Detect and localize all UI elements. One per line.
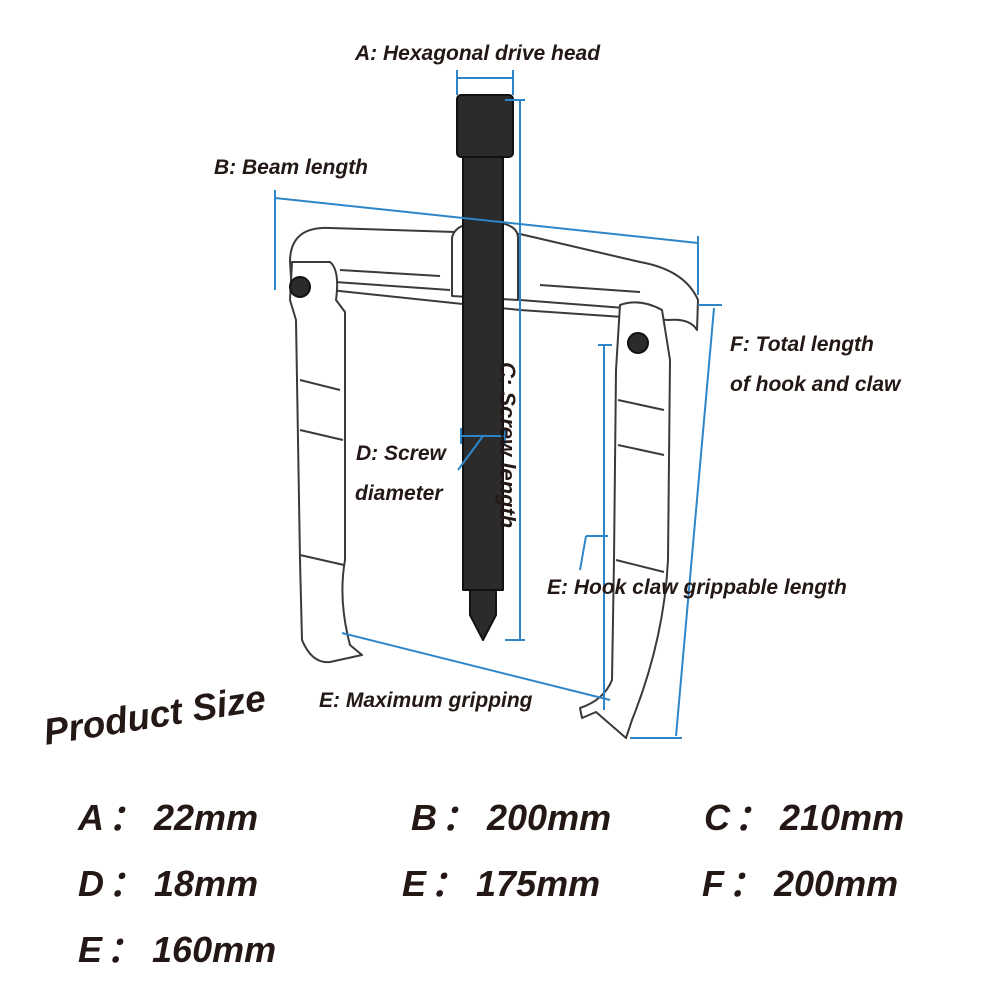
label-c: C: Screw length bbox=[495, 362, 520, 529]
spec-value: 200mm bbox=[774, 863, 899, 904]
dimension-b bbox=[274, 197, 699, 244]
spec-key: F bbox=[702, 863, 724, 904]
spec-separator: ： bbox=[430, 863, 467, 904]
spec-separator: ： bbox=[108, 863, 145, 904]
spec-value: 18mm bbox=[154, 863, 259, 904]
spec-value: 200mm bbox=[487, 797, 612, 838]
spec-key: E bbox=[402, 863, 427, 904]
puller-illustration bbox=[289, 94, 699, 739]
label-e-hook: E: Hook claw grippable length bbox=[547, 576, 847, 599]
spec-separator: ： bbox=[441, 797, 478, 838]
spec-key: D bbox=[78, 863, 104, 904]
label-f-line2: of hook and claw bbox=[730, 373, 901, 396]
screw-tip bbox=[469, 589, 497, 641]
spec-d: D：18mm bbox=[78, 866, 258, 902]
spec-e: E：175mm bbox=[402, 866, 600, 902]
label-b: B: Beam length bbox=[214, 156, 369, 179]
dimension-f bbox=[675, 307, 715, 737]
dimension-e-max bbox=[341, 632, 611, 701]
left-bolt bbox=[289, 276, 311, 298]
spec-separator: ： bbox=[106, 929, 143, 970]
spec-value: 22mm bbox=[154, 797, 259, 838]
hex-drive-head bbox=[456, 94, 514, 158]
dimension-lines bbox=[274, 70, 722, 739]
spec-f: F：200mm bbox=[702, 866, 898, 902]
spec-c: C：210mm bbox=[704, 800, 904, 836]
label-e-max: E: Maximum gripping bbox=[319, 689, 533, 712]
label-f-line1: F: Total length bbox=[730, 333, 874, 356]
label-d-line2: diameter bbox=[355, 482, 443, 505]
spec-value: 210mm bbox=[780, 797, 905, 838]
spec-a: A：22mm bbox=[78, 800, 258, 836]
spec-e-second: E：160mm bbox=[78, 932, 276, 968]
right-bolt bbox=[627, 332, 649, 354]
beam-slot bbox=[334, 269, 651, 311]
spec-separator: ： bbox=[728, 863, 765, 904]
left-arm-detail bbox=[299, 379, 345, 566]
right-arm-detail bbox=[615, 399, 665, 573]
left-arm bbox=[289, 261, 363, 664]
spec-value: 175mm bbox=[476, 863, 601, 904]
spec-key: E bbox=[78, 929, 103, 970]
spec-key: A bbox=[78, 797, 104, 838]
label-d-line1: D: Screw bbox=[356, 442, 446, 465]
spec-separator: ： bbox=[734, 797, 771, 838]
spec-key: C bbox=[704, 797, 730, 838]
spec-b: B：200mm bbox=[411, 800, 611, 836]
spec-separator: ： bbox=[108, 797, 145, 838]
spec-key: B bbox=[411, 797, 437, 838]
label-a: A: Hexagonal drive head bbox=[355, 42, 601, 65]
right-arm bbox=[579, 301, 671, 739]
spec-value: 160mm bbox=[152, 929, 277, 970]
